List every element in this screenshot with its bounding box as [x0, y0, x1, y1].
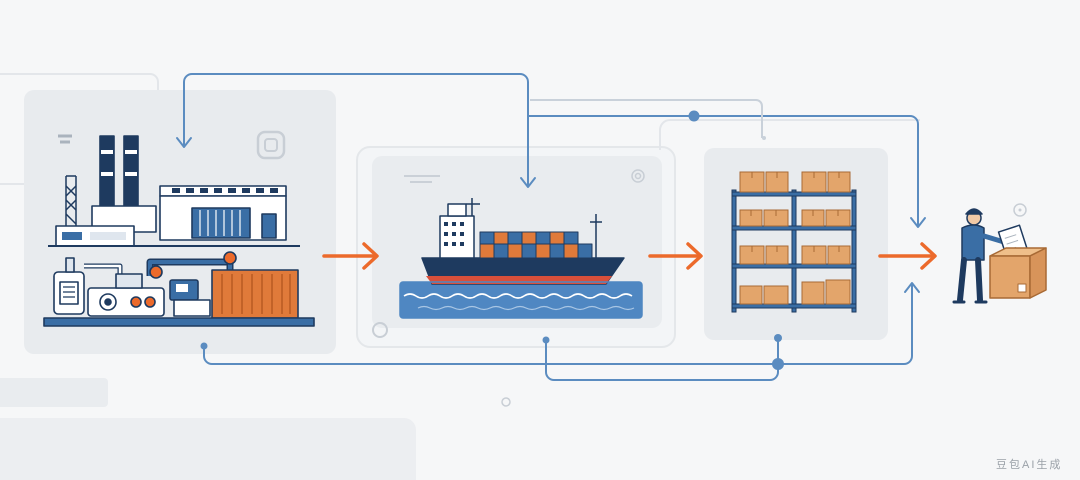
- decorative-rings: [256, 130, 1027, 407]
- connector-arrowheads: [176, 137, 926, 293]
- warehouse-shelves-icon: [731, 171, 857, 313]
- flow-arrow-1: [322, 242, 379, 270]
- cargo-ship-icon: [399, 175, 643, 319]
- connector-lines: [183, 73, 919, 381]
- background-outlines: [0, 73, 920, 185]
- flow-arrow-2: [648, 242, 703, 270]
- delivery-person-icon: [952, 208, 1047, 304]
- flow-arrow-3: [878, 242, 937, 270]
- decorative-bar: [0, 378, 108, 407]
- flow-arrows: [322, 242, 937, 270]
- ship-containers: [479, 231, 593, 259]
- shipping-container-icon: [211, 269, 299, 319]
- watermark-text: 豆包AI生成: [996, 459, 1063, 471]
- factory-icon: [43, 134, 315, 327]
- connector-nodes: [200, 110, 784, 370]
- decorative-footer-block: [0, 418, 416, 480]
